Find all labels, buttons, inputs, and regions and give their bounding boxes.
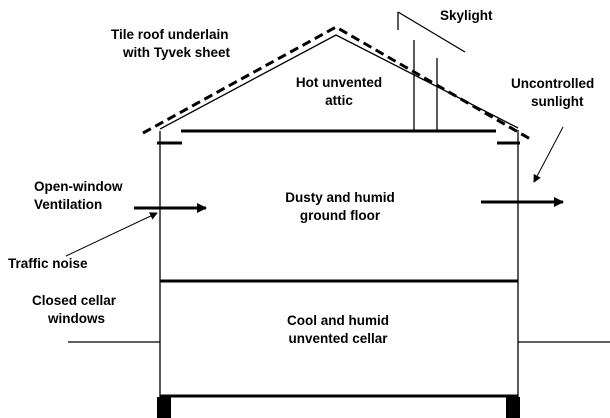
attic-label-line1: Hot unvented <box>296 75 382 90</box>
cellar-windows-label-line1: Closed cellar <box>32 293 117 308</box>
sunlight-arrow <box>533 126 564 183</box>
footing-left <box>157 397 171 418</box>
cellar-label-line1: Cool and humid <box>287 313 389 328</box>
ground-floor-label-line1: Dusty and humid <box>285 190 395 205</box>
ground-floor-label-line2: ground floor <box>300 208 381 223</box>
roof-inner-line <box>159 34 519 130</box>
sunlight-label-line1: Uncontrolled <box>511 76 594 91</box>
roof-label-line2: with Tyvek sheet <box>122 45 231 60</box>
skylight-pane <box>397 11 466 53</box>
cellar-windows-label-line2: windows <box>47 311 105 326</box>
ventilation-label-line2: Ventilation <box>34 197 102 212</box>
traffic-noise-label: Traffic noise <box>8 256 88 271</box>
skylight-label: Skylight <box>440 8 493 23</box>
roof-label-line1: Tile roof underlain <box>111 27 229 42</box>
attic-label-line2: attic <box>325 93 353 108</box>
sunlight-label-line2: sunlight <box>531 94 584 109</box>
footing-right <box>506 397 520 418</box>
ventilation-label-line1: Open-window <box>34 179 123 194</box>
cellar-label-line2: unvented cellar <box>288 331 388 346</box>
traffic-noise-arrow <box>65 212 158 257</box>
